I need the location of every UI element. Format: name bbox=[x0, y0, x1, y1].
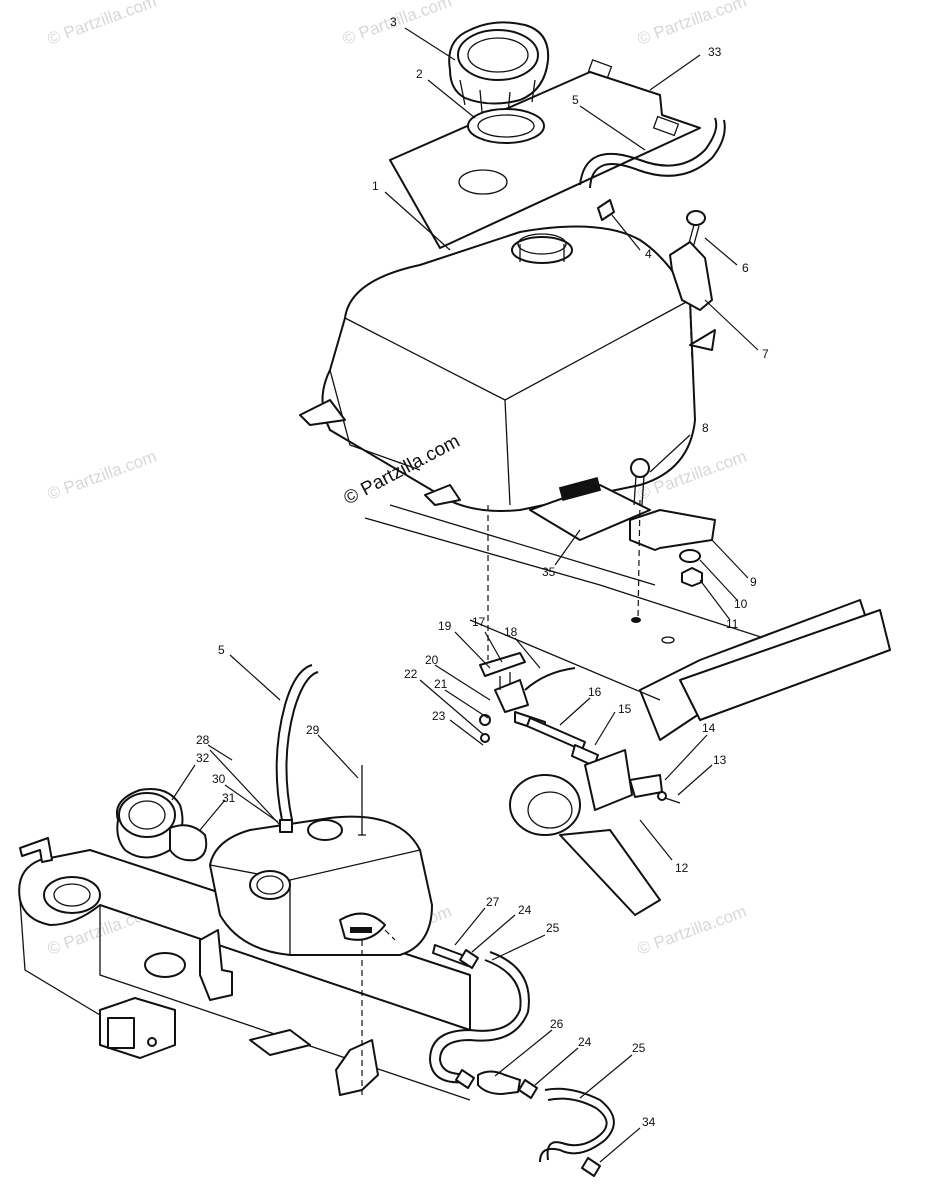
plate-slot bbox=[652, 115, 680, 137]
mount-bracket-7 bbox=[669, 241, 713, 311]
hitch-receiver bbox=[99, 997, 176, 1059]
callout-18: 18 bbox=[504, 625, 518, 639]
callout-22: 22 bbox=[404, 667, 418, 681]
callout-33: 33 bbox=[708, 45, 722, 59]
callout-30: 30 bbox=[212, 772, 226, 786]
callout-5: 5 bbox=[572, 93, 579, 107]
callout-17: 17 bbox=[472, 615, 486, 629]
callout-29: 29 bbox=[306, 723, 320, 737]
callout-24-lower: 24 bbox=[578, 1035, 592, 1049]
cap-gasket bbox=[467, 108, 545, 144]
callout-27: 27 bbox=[486, 895, 500, 909]
callout-6: 6 bbox=[742, 261, 749, 275]
plate-hole bbox=[458, 169, 508, 195]
callout-11: 11 bbox=[726, 617, 739, 631]
vent-hose-lower bbox=[275, 664, 313, 821]
callout-19: 19 bbox=[438, 619, 452, 633]
bolt-8 bbox=[630, 458, 650, 506]
aux-tank bbox=[209, 815, 433, 956]
alignment-line bbox=[384, 929, 396, 941]
callout-10: 10 bbox=[734, 597, 748, 611]
callout-14: 14 bbox=[702, 721, 716, 735]
vent-hose-upper bbox=[589, 119, 726, 189]
frame-hole bbox=[661, 636, 675, 644]
callout-32: 32 bbox=[196, 751, 210, 765]
callout-34: 34 bbox=[642, 1115, 656, 1129]
tank-pad bbox=[529, 477, 651, 541]
callout-23: 23 bbox=[432, 709, 446, 723]
callout-20: 20 bbox=[425, 653, 439, 667]
rear-mount-bracket bbox=[629, 509, 716, 551]
alignment-line bbox=[689, 311, 693, 361]
callout-24: 24 bbox=[518, 903, 532, 917]
watermark-text: © Partzilla.com bbox=[45, 0, 159, 49]
vent-hose-upper bbox=[579, 117, 718, 186]
callout-12: 12 bbox=[675, 861, 689, 875]
hose-clamp bbox=[455, 1069, 475, 1089]
callout-8: 8 bbox=[702, 421, 709, 435]
callout-4: 4 bbox=[645, 247, 652, 261]
callout-35: 35 bbox=[542, 565, 556, 579]
callout-28: 28 bbox=[196, 733, 210, 747]
fuel-tank bbox=[299, 199, 716, 512]
frame-hole bbox=[631, 617, 641, 623]
drain-hose-25 bbox=[539, 1087, 615, 1163]
grab-handle bbox=[509, 749, 663, 916]
drain-hose-25 bbox=[428, 959, 522, 1084]
callout-2: 2 bbox=[416, 67, 423, 81]
watermark-text: © Partzilla.com bbox=[45, 447, 159, 504]
callout-26: 26 bbox=[550, 1017, 564, 1031]
nut-11 bbox=[681, 567, 703, 587]
callout-numbers: 3 2 33 5 1 4 6 7 8 9 10 11 35 19 17 18 2… bbox=[196, 15, 769, 1129]
drain-hose-25 bbox=[546, 1097, 608, 1161]
screw-13 bbox=[657, 791, 681, 804]
hose-fitting-30 bbox=[279, 819, 293, 833]
aux-tank-cap bbox=[116, 788, 208, 862]
dipstick bbox=[358, 765, 366, 836]
callout-15: 15 bbox=[618, 702, 632, 716]
callout-21: 21 bbox=[434, 677, 448, 691]
leader-lines bbox=[171, 27, 759, 1163]
callout-9: 9 bbox=[750, 575, 757, 589]
plate-slot bbox=[587, 59, 613, 79]
seat-base-plate bbox=[389, 71, 701, 249]
callout-7: 7 bbox=[762, 347, 769, 361]
vent-hose-lower bbox=[285, 671, 319, 821]
callout-5-lower: 5 bbox=[218, 643, 225, 657]
hose-clamp-34 bbox=[581, 1157, 601, 1177]
watermark-text: © Partzilla.com bbox=[635, 902, 749, 959]
drain-hose-25 bbox=[438, 951, 530, 1076]
fuel-line-18 bbox=[524, 667, 576, 691]
drain-valve-26 bbox=[477, 1070, 521, 1095]
watermark-text: © Partzilla.com bbox=[635, 0, 749, 49]
alignment-line bbox=[637, 499, 641, 621]
hose-clamp-24 bbox=[459, 949, 479, 969]
callout-3: 3 bbox=[390, 15, 397, 29]
callout-31: 31 bbox=[222, 791, 236, 805]
hose-clamp-24 bbox=[518, 1079, 538, 1099]
callout-16: 16 bbox=[588, 685, 602, 699]
watermark-text: © Partzilla.com bbox=[340, 0, 454, 49]
callout-1: 1 bbox=[372, 179, 379, 193]
callout-25-lower: 25 bbox=[632, 1041, 646, 1055]
washer-10 bbox=[679, 549, 701, 563]
fuel-cap bbox=[448, 21, 550, 115]
cap-gasket-inner bbox=[477, 114, 535, 138]
callout-13: 13 bbox=[713, 753, 727, 767]
callout-25: 25 bbox=[546, 921, 560, 935]
upper-frame bbox=[364, 504, 891, 741]
